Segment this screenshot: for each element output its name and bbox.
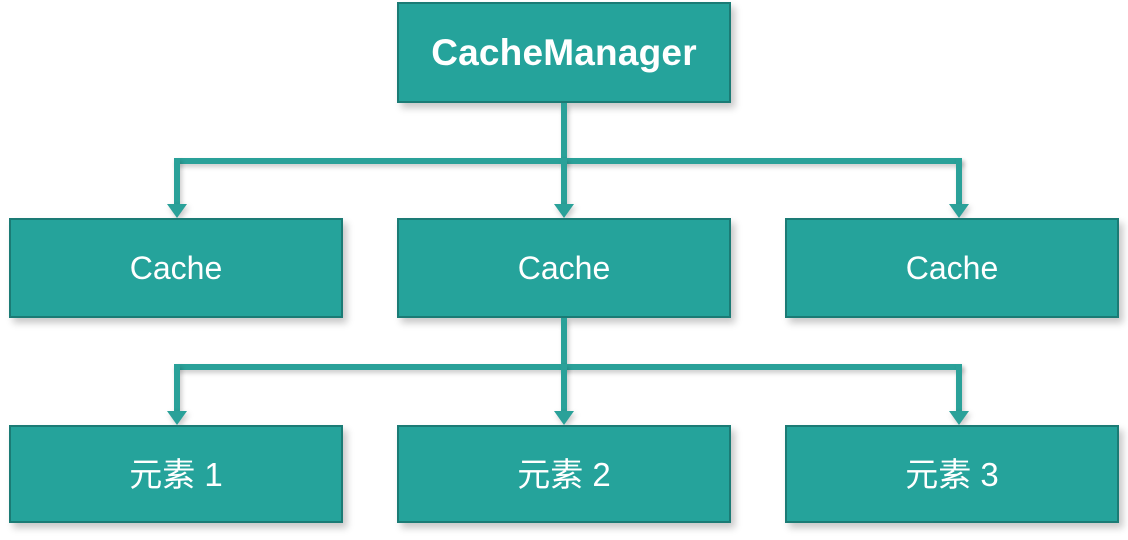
node-cache-2-label: Cache [517,250,611,286]
connector-cache-3-arrowhead [949,204,969,218]
connector-element-stem [561,318,567,368]
node-cache-manager[interactable]: CacheManager [397,2,731,103]
node-element-2[interactable]: 元素 2 [397,425,731,523]
connector-element-3-arrowhead [949,411,969,425]
connector-cache-bus [174,158,962,164]
node-cache-1[interactable]: Cache [9,218,343,318]
node-cache-3-label: Cache [905,250,999,286]
node-cache-3[interactable]: Cache [785,218,1119,318]
node-element-3[interactable]: 元素 3 [785,425,1119,523]
connector-element-1-arrowhead [167,411,187,425]
connector-element-bus [174,364,962,370]
connector-cache-1-arrowhead [167,204,187,218]
node-cache-2[interactable]: Cache [397,218,731,318]
connector-cache-3-stem [956,158,962,204]
node-element-1[interactable]: 元素 1 [9,425,343,523]
node-cache-1-label: Cache [129,250,223,286]
node-element-1-label: 元素 1 [129,455,223,493]
node-cache-manager-label: CacheManager [431,32,697,73]
connector-cache-2-stem [561,158,567,204]
connector-cache-2-arrowhead [554,204,574,218]
node-element-3-label: 元素 3 [905,455,999,493]
connector-manager-stem [561,103,567,161]
connector-element-2-arrowhead [554,411,574,425]
connector-cache-1-stem [174,158,180,204]
connector-element-3-stem [956,364,962,411]
connector-element-2-stem [561,364,567,411]
node-element-2-label: 元素 2 [517,455,611,493]
connector-element-1-stem [174,364,180,411]
